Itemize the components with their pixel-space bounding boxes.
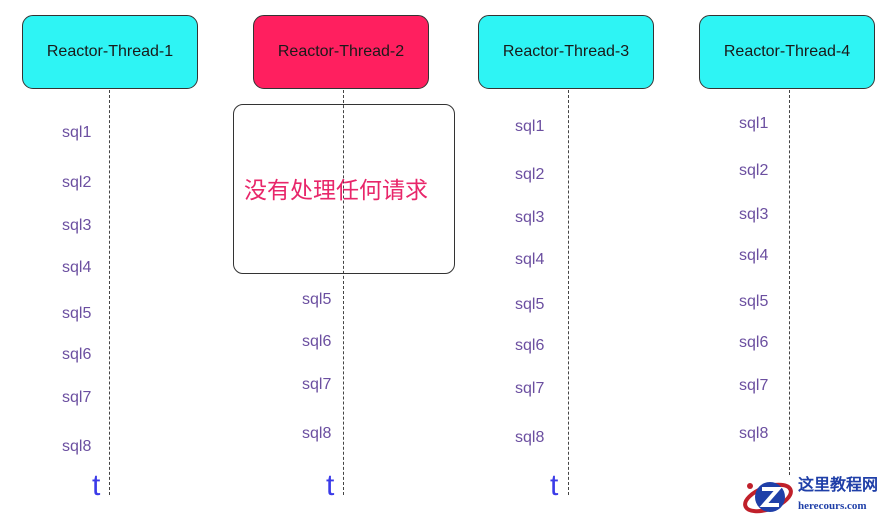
sql-item: sql7 [739,377,769,394]
thread-label: Reactor-Thread-4 [723,43,851,61]
sql-item: sql1 [515,118,545,135]
sql-item: sql6 [302,333,332,350]
timeline-2 [343,90,344,495]
sql-item: sql1 [62,124,92,141]
sql-item: sql1 [739,115,769,132]
time-axis-label: t [92,469,101,502]
timeline-1 [109,90,110,495]
timeline-3 [568,90,569,495]
sql-item: sql8 [739,425,769,442]
idle-note: 没有处理任何请求 [244,178,428,204]
watermark-cn: 这里教程网 [798,475,879,494]
sql-item: sql4 [515,251,545,268]
watermark-en: herecours.com [798,500,867,512]
timeline-4 [789,90,790,475]
sql-item: sql3 [62,217,92,234]
sql-item: sql6 [62,346,92,363]
sql-item: sql8 [302,425,332,442]
time-axis-label: t [326,469,335,502]
thread-box-3: Reactor-Thread-3 [478,15,654,89]
thread-box-4: Reactor-Thread-4 [699,15,875,89]
logo-z-icon [743,482,793,514]
sql-item: sql2 [515,166,545,183]
thread-label: Reactor-Thread-1 [46,43,174,61]
thread-label: Reactor-Thread-2 [277,43,405,61]
time-axis-label: t [550,469,559,502]
sql-item: sql6 [739,334,769,351]
sql-item: sql7 [62,389,92,406]
sql-item: sql2 [62,174,92,191]
watermark-logo: 这里教程网 herecours.com [742,476,889,518]
sql-item: sql8 [515,429,545,446]
thread-label: Reactor-Thread-3 [502,43,630,61]
idle-period-box [233,104,455,274]
sql-item: sql5 [62,305,92,322]
sql-item: sql5 [302,291,332,308]
sql-item: sql8 [62,438,92,455]
thread-box-1: Reactor-Thread-1 [22,15,198,89]
sql-item: sql5 [515,296,545,313]
sql-item: sql7 [302,376,332,393]
sql-item: sql4 [739,247,769,264]
sql-item: sql3 [739,206,769,223]
sql-item: sql4 [62,259,92,276]
sql-item: sql7 [515,380,545,397]
sql-item: sql2 [739,162,769,179]
thread-box-2: Reactor-Thread-2 [253,15,429,89]
sql-item: sql5 [739,293,769,310]
sql-item: sql3 [515,209,545,226]
sql-item: sql6 [515,337,545,354]
